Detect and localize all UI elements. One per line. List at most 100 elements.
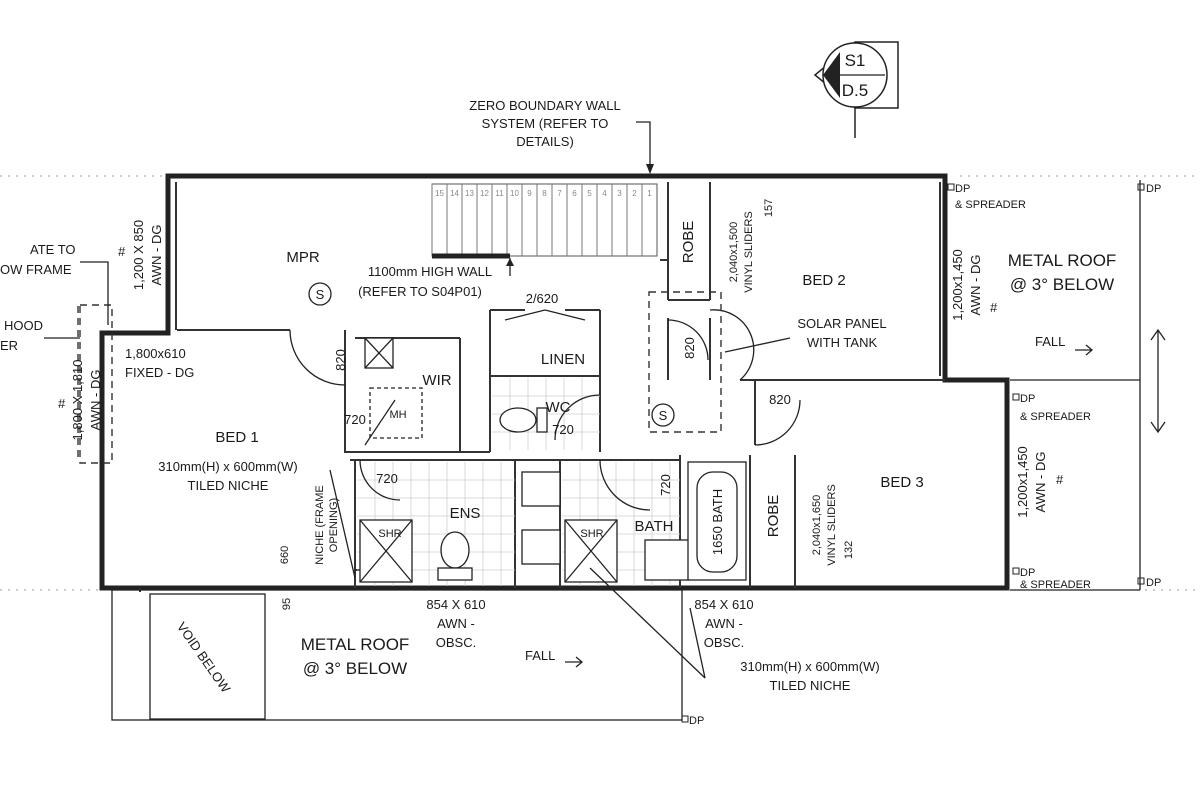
window-w4-size: 2,040x1,500	[728, 222, 740, 283]
window-w9-type: AWN -	[705, 616, 743, 631]
dim-820a: 820	[333, 349, 348, 371]
dimensions: 820 820 820 720 720 720 720 2/620 157 13…	[279, 199, 855, 610]
window-w9-size: 854 X 610	[694, 597, 753, 612]
note-high-wall-2: (REFER TO S04P01)	[358, 284, 482, 299]
fixtures	[359, 309, 747, 583]
note-zero-wall-1: ZERO BOUNDARY WALL	[469, 98, 620, 113]
dp-5: DP	[1146, 577, 1161, 589]
window-w5-type: AWN - DG	[968, 255, 983, 316]
dim-157: 157	[763, 199, 775, 217]
dim-2620: 2/620	[526, 291, 559, 306]
room-shr-1: SHR	[378, 528, 401, 540]
roof-right-2: @ 3° BELOW	[1010, 275, 1114, 294]
room-shr-2: SHR	[580, 528, 603, 540]
dp-3: DP	[1020, 393, 1035, 405]
dim-820b: 820	[682, 337, 697, 359]
window-w2-size: 1,800 X 1,810	[70, 360, 85, 441]
note-zero-wall-3: DETAILS)	[516, 134, 574, 149]
window-w1-type: AWN - DG	[149, 225, 164, 286]
note-niche-right-2: TILED NICHE	[770, 678, 851, 693]
stair-number: 13	[465, 189, 474, 198]
window-w8-size: 854 X 610	[426, 597, 485, 612]
stair-number: 11	[495, 189, 504, 198]
window-w8-type: AWN -	[437, 616, 475, 631]
room-ens: ENS	[450, 505, 481, 522]
note-hood-2: ER	[0, 338, 18, 353]
note-niche-left-2: TILED NICHE	[188, 478, 269, 493]
room-bed3: BED 3	[880, 474, 923, 491]
note-void: VOID BELOW	[174, 619, 234, 696]
note-zero-wall-2: SYSTEM (REFER TO	[482, 116, 609, 131]
stair-number: 2	[632, 189, 637, 198]
window-w7-type: VINYL SLIDERS	[826, 484, 838, 566]
window-w3-type: FIXED - DG	[125, 365, 194, 380]
stair-number: 5	[587, 189, 592, 198]
room-bath: BATH	[635, 518, 674, 535]
room-labels: MPR BED 1 BED 2 BED 3 WIR LINEN WC ENS B…	[215, 221, 923, 555]
notes: ZERO BOUNDARY WALL SYSTEM (REFER TO DETA…	[0, 98, 887, 696]
room-mh: MH	[389, 409, 406, 421]
note-high-wall-1: 1100mm HIGH WALL	[368, 264, 492, 279]
dim-132: 132	[843, 541, 855, 559]
window-w3-size: 1,800x610	[125, 346, 186, 361]
note-hood-1: HOOD	[4, 318, 43, 333]
downpipes: DP & SPREADER DP DP & SPREADER DP & SPRE…	[681, 183, 1161, 727]
window-w1-size: 1,200 X 850	[131, 220, 146, 290]
hash-1: #	[118, 244, 126, 259]
symbols: S S # # # #	[58, 244, 1064, 487]
dp-1-spreader: & SPREADER	[955, 199, 1026, 211]
stair-number: 1	[647, 189, 652, 198]
stair-number: 6	[572, 189, 577, 198]
dim-820c: 820	[769, 392, 791, 407]
dp-6: DP	[689, 715, 704, 727]
dim-720d: 720	[658, 474, 673, 496]
room-bed1: BED 1	[215, 429, 258, 446]
window-labels: 1,200 X 850 AWN - DG 1,800 X 1,810 AWN -…	[70, 211, 1048, 650]
section-marker-top: S1	[845, 51, 866, 70]
window-w8-glass: OBSC.	[436, 635, 476, 650]
note-plate-2: OW FRAME	[0, 262, 72, 277]
stair-number: 10	[510, 189, 519, 198]
room-wc: WC	[546, 399, 571, 416]
roof-labels: METAL ROOF @ 3° BELOW METAL ROOF @ 3° BE…	[301, 251, 1166, 678]
exterior-walls	[99, 173, 1010, 591]
window-w5-size: 1,200x1,450	[950, 249, 965, 321]
dashed-outlines	[77, 291, 722, 464]
hash-2: #	[58, 396, 66, 411]
dp-4: DP	[1020, 567, 1035, 579]
room-bed2: BED 2	[802, 272, 845, 289]
door-swings	[289, 309, 801, 511]
note-plate-1: ATE TO	[30, 242, 76, 257]
interior-walls	[139, 182, 945, 592]
room-linen: LINEN	[541, 351, 585, 368]
stair-number: 14	[450, 189, 459, 198]
section-marker-bottom: D.5	[842, 81, 868, 100]
roof-bottom-2: @ 3° BELOW	[303, 659, 407, 678]
stair-number: 8	[542, 189, 547, 198]
roof-bottom-1: METAL ROOF	[301, 635, 410, 654]
fall-bottom: FALL	[525, 648, 555, 663]
dim-720c: 720	[552, 422, 574, 437]
stair-number: 7	[557, 189, 562, 198]
boundary-lines	[0, 175, 1200, 591]
room-bath-tub: 1650 BATH	[710, 489, 725, 555]
note-niche-left-1: 310mm(H) x 600mm(W)	[158, 459, 297, 474]
window-w9-glass: OBSC.	[704, 635, 744, 650]
window-w6-type: AWN - DG	[1033, 452, 1048, 513]
note-niche-right-1: 310mm(H) x 600mm(W)	[740, 659, 879, 674]
section-marker: S1 D.5	[813, 41, 899, 138]
dim-720a: 720	[344, 412, 366, 427]
dim-95: 95	[281, 598, 293, 610]
dp-2: DP	[1146, 183, 1161, 195]
smoke-detector-1: S	[316, 287, 325, 302]
note-solar-1: SOLAR PANEL	[797, 316, 886, 331]
room-robe-1: ROBE	[680, 221, 697, 264]
fall-right: FALL	[1035, 334, 1065, 349]
window-w2-type: AWN - DG	[88, 370, 103, 431]
roof-right-1: METAL ROOF	[1008, 251, 1117, 270]
room-wir: WIR	[422, 372, 451, 389]
stair-number: 12	[480, 189, 489, 198]
hash-3: #	[990, 300, 998, 315]
